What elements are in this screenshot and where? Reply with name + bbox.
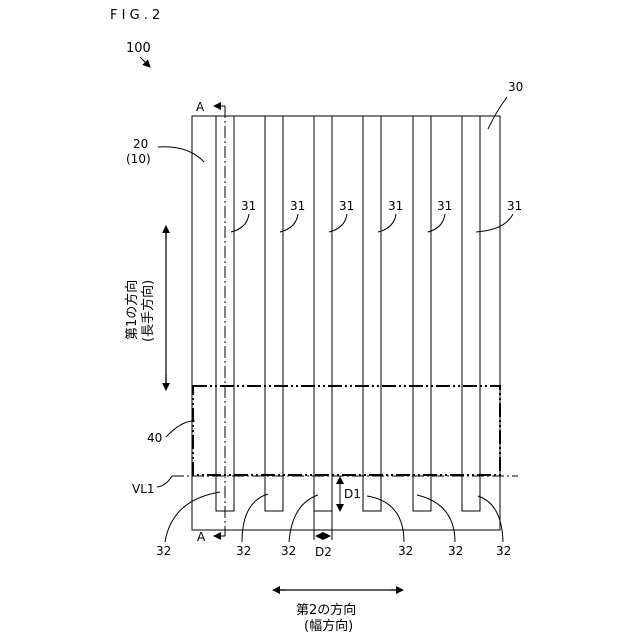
ref-20-leader [158, 147, 204, 162]
finger-label-32: 32 [496, 544, 511, 558]
region-40 [193, 386, 500, 475]
d1-label: D1 [344, 487, 361, 501]
first-direction-label-line2: (長手方向) [140, 280, 156, 342]
figure-title: F I G . 2 [110, 8, 160, 23]
ref-20-label: 20 [133, 137, 148, 151]
finger-label-31: 31 [339, 199, 354, 213]
assembly-ref-arrow [140, 57, 150, 67]
finger-label-32: 32 [281, 544, 296, 558]
ref-30-label: 30 [508, 80, 523, 94]
finger-3 [314, 116, 332, 511]
substrate-outline [192, 116, 500, 530]
ref-40-label: 40 [147, 431, 162, 445]
d2-label: D2 [315, 545, 332, 559]
section-mark-top: A [196, 100, 205, 114]
first-direction-label-line1: 第1の方向 [124, 280, 140, 340]
vl1-label: VL1 [132, 482, 155, 496]
second-direction-label-line2: (幅方向) [304, 618, 353, 634]
finger-label-31: 31 [437, 199, 452, 213]
assembly-ref-label: 100 [126, 41, 151, 56]
finger-label-32: 32 [236, 544, 251, 558]
section-mark-bottom: A [197, 530, 206, 544]
ref-40-leader [166, 421, 195, 437]
finger-label-31: 31 [388, 199, 403, 213]
finger-label-31: 31 [241, 199, 256, 213]
finger-label-32: 32 [448, 544, 463, 558]
second-direction-label-line1: 第2の方向 [296, 602, 356, 618]
finger-4 [363, 116, 381, 511]
finger-5 [413, 116, 431, 511]
vl1-leader [157, 476, 172, 487]
finger-label-31: 31 [507, 199, 522, 213]
finger-group [216, 116, 480, 511]
finger-6 [462, 116, 480, 511]
ref-30-leader [488, 97, 507, 129]
finger-2 [265, 116, 283, 511]
finger-label-32: 32 [398, 544, 413, 558]
ref-10-label: (10) [126, 152, 151, 166]
finger-label-31: 31 [290, 199, 305, 213]
finger-label-32: 32 [156, 544, 171, 558]
